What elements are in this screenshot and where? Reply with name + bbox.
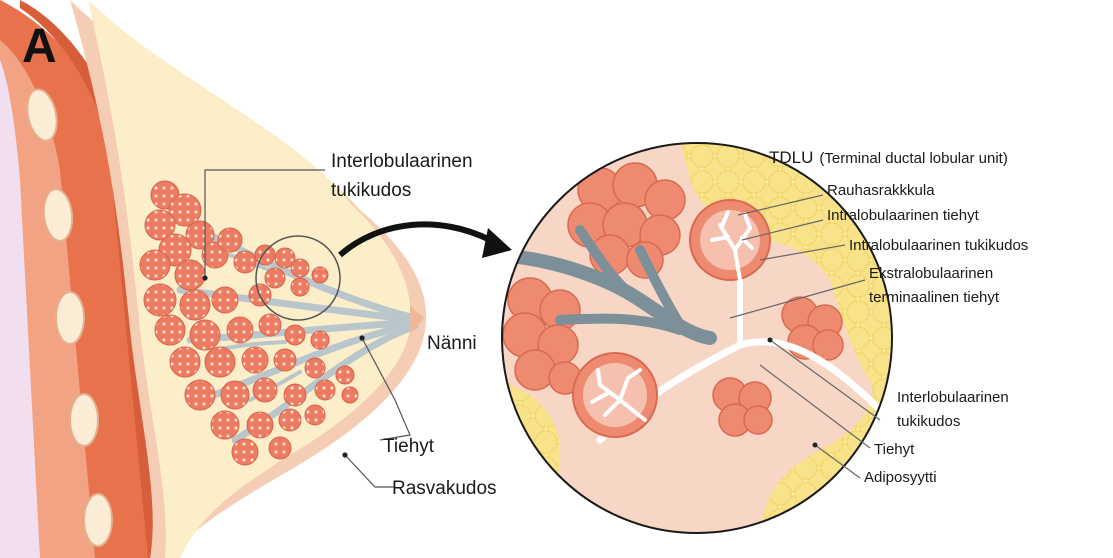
leader-dot [342, 452, 347, 457]
label-extralobular-line1: Ekstralobulaarinen [869, 265, 993, 282]
leader-dot [359, 335, 364, 340]
label-adipocyte: Adiposyytti [864, 469, 937, 486]
label-intralobular-duct: Intralobulaarinen tiehyt [827, 207, 980, 224]
label-intralobular-stroma: Intralobulaarinen tukikudos [849, 237, 1028, 254]
label-interlobular-stroma-line1: Interlobulaarinen [897, 389, 1009, 406]
tdlu-title: TDLU (Terminal ductal lobular unit) [769, 148, 1008, 167]
acinus-top [690, 200, 770, 280]
tdlu-title-abbr: TDLU [769, 148, 813, 167]
label-extralobular-line2: terminaalinen tiehyt [869, 289, 1000, 306]
panel-letter: A [22, 20, 57, 73]
tdlu-zoom [500, 140, 900, 540]
label-interlobular-line2: tukikudos [331, 180, 411, 201]
label-tdlu-duct: Tiehyt [874, 441, 915, 458]
acinus-bottom [573, 353, 657, 437]
label-interlobular-line1: Interlobulaarinen [331, 151, 473, 172]
label-acinus: Rauhasrakkkula [827, 182, 935, 199]
lobule-cluster [713, 378, 772, 436]
label-nipple: Nänni [427, 333, 477, 354]
zoom-arrowhead [482, 228, 512, 258]
label-fat: Rasvakudos [392, 478, 497, 499]
label-interlobular-stroma-line2: tukikudos [897, 413, 960, 430]
tdlu-title-full: (Terminal ductal lobular unit) [819, 150, 1007, 167]
label-duct: Tiehyt [383, 436, 435, 457]
leader-dot [202, 275, 207, 280]
